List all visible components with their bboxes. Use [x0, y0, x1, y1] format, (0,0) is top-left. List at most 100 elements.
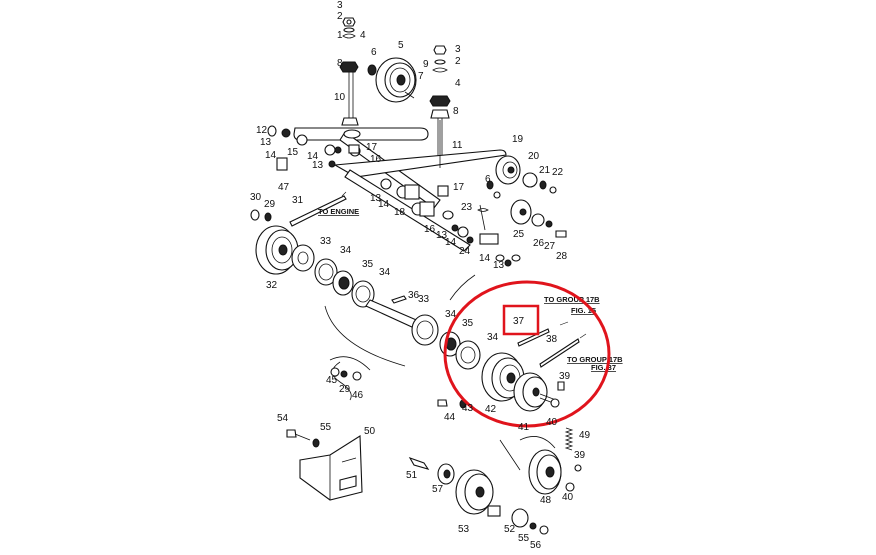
callout-3: 3: [337, 0, 343, 11]
pulley-41: [513, 372, 560, 412]
callout-14: 14: [307, 151, 319, 162]
callout-24: 24: [459, 246, 471, 257]
callout-9: 9: [423, 59, 429, 70]
callout-43: 43: [462, 403, 474, 414]
callout-44: 44: [444, 412, 456, 423]
bushing-chain: [380, 178, 474, 244]
callout-13: 13: [260, 137, 272, 148]
callout-10: 10: [334, 92, 346, 103]
callout-14: 14: [445, 237, 457, 248]
idler-19: [486, 155, 557, 199]
pin-39: [557, 381, 565, 391]
bolt-30: [250, 209, 272, 222]
label-to-group-17b-fig37-line1: TO GROUP 17B: [567, 355, 623, 364]
callout-53: 53: [458, 524, 470, 535]
callout-4: 4: [455, 78, 461, 89]
callout-8: 8: [337, 58, 343, 69]
callout-14: 14: [265, 150, 277, 161]
callout-19: 19: [512, 134, 524, 145]
callout-4: 4: [360, 30, 366, 41]
callout-56: 56: [530, 540, 542, 550]
callout-2: 2: [337, 11, 343, 22]
callout-6: 6: [371, 47, 377, 58]
highlight-circle: [443, 280, 611, 428]
pulley-48: [528, 449, 575, 495]
pulley-42: [481, 352, 525, 402]
callout-31: 31: [292, 195, 304, 206]
callout-7: 7: [418, 71, 424, 82]
spring-23-and-idler-25: [477, 199, 567, 267]
callout-27: 27: [544, 241, 556, 252]
label-to-group-17b-fig37-line2: FIG. 37: [591, 363, 616, 372]
callout-28: 28: [556, 251, 568, 262]
callout-40: 40: [546, 417, 558, 428]
callout-26: 26: [533, 238, 545, 249]
lever-arm: [293, 127, 507, 252]
callout-14: 14: [378, 199, 390, 210]
callout-47: 47: [278, 182, 290, 193]
callout-13: 13: [493, 260, 505, 271]
bolt-54-55: [286, 429, 320, 448]
callout-33: 33: [320, 236, 332, 247]
callout-35: 35: [362, 259, 374, 270]
belt-paths: [324, 274, 556, 471]
rod-38: [539, 338, 580, 368]
label-to-group-17b-fig15-line2: FIG. 15: [571, 306, 596, 315]
callout-20: 20: [528, 151, 540, 162]
callout-39: 39: [559, 371, 571, 382]
callout-13: 13: [370, 193, 382, 204]
callout-34: 34: [379, 267, 391, 278]
callout-15: 15: [287, 147, 299, 158]
lever-left-hardware: [267, 125, 361, 171]
rod-37: [517, 328, 550, 347]
callout-5: 5: [398, 40, 404, 51]
callout-34: 34: [340, 245, 352, 256]
highlight-box: [502, 304, 540, 336]
callout-55: 55: [518, 533, 530, 544]
callout-16: 16: [370, 154, 382, 165]
callout-29: 29: [264, 199, 276, 210]
callout-17: 17: [453, 182, 465, 193]
callout-54: 54: [277, 413, 289, 424]
callout-33: 33: [418, 294, 430, 305]
callout-30: 30: [250, 192, 262, 203]
callout-23: 23: [461, 202, 473, 213]
callout-55: 55: [320, 422, 332, 433]
callout-22: 22: [552, 167, 564, 178]
callout-14: 14: [479, 253, 491, 264]
callout-46: 46: [352, 390, 364, 401]
right-spring-stack: [429, 45, 451, 165]
callout-25: 25: [513, 229, 525, 240]
callout-42: 42: [485, 404, 497, 415]
callout-48: 48: [540, 495, 552, 506]
callout-39: 39: [574, 450, 586, 461]
callout-40: 40: [562, 492, 574, 503]
bracket-50: [299, 435, 363, 501]
highlighted-part-number: 37: [513, 316, 525, 327]
callout-16: 16: [424, 224, 436, 235]
callout-49: 49: [579, 430, 591, 441]
callout-21: 21: [539, 165, 551, 176]
callout-34: 34: [487, 332, 499, 343]
callout-41: 41: [518, 422, 530, 433]
callout-1: 1: [337, 30, 343, 41]
hardware-45-29-46: [330, 367, 362, 381]
callout-36: 36: [408, 290, 420, 301]
callout-32: 32: [266, 280, 278, 291]
callout-2: 2: [455, 56, 461, 67]
callout-29: 29: [339, 384, 351, 395]
bearing-chain-upper: [291, 244, 429, 334]
callout-11: 11: [452, 140, 463, 151]
label-to-engine: TO ENGINE: [318, 207, 359, 216]
callout-13: 13: [436, 230, 448, 241]
callout-45: 45: [326, 375, 338, 386]
shaft-51-chain: [408, 456, 549, 535]
callout-18: 18: [394, 207, 406, 218]
pulley-5: [367, 57, 417, 103]
callout-50: 50: [364, 426, 376, 437]
callout-38: 38: [546, 334, 558, 345]
callout-52: 52: [504, 524, 516, 535]
